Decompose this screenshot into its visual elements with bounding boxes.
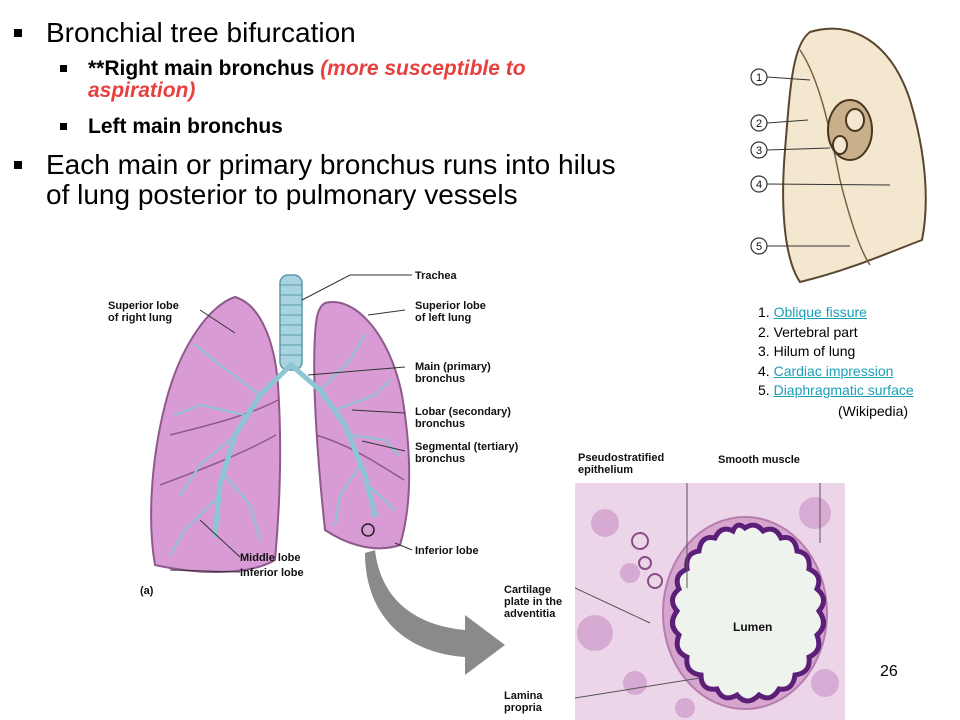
hilus-line-2: of lung posterior to pulmonary vessels bbox=[46, 179, 518, 210]
legend-item-2: 2. Vertebral part bbox=[758, 323, 858, 340]
marker-5: 5 bbox=[756, 241, 762, 253]
label-segmental-bronchus: Segmental (tertiary)bronchus bbox=[415, 441, 519, 465]
page-number: 26 bbox=[880, 663, 898, 680]
legend-item-5[interactable]: 5. Diaphragmatic surface bbox=[758, 382, 914, 398]
diagram-legend: 1. Oblique fissure 2. Vertebral part 3. … bbox=[758, 303, 914, 401]
label-smooth-muscle: Smooth muscle bbox=[718, 454, 800, 466]
right-bronchus-label: **Right main bronchus bbox=[88, 57, 321, 80]
label-lumen: Lumen bbox=[733, 620, 773, 634]
bullet-right-main-bronchus: **Right main bronchus (more susceptible … bbox=[88, 58, 688, 102]
lungs-illustration bbox=[150, 274, 413, 573]
curved-arrow-icon bbox=[365, 550, 505, 675]
label-lobar-bronchus: Lobar (secondary)bronchus bbox=[415, 406, 511, 430]
marker-3: 3 bbox=[756, 145, 762, 157]
bullet-marker bbox=[14, 29, 22, 37]
legend-item-4[interactable]: 4. Cardiac impression bbox=[758, 362, 894, 379]
label-panel-a: (a) bbox=[140, 585, 154, 597]
legend-item-1[interactable]: 1. Oblique fissure bbox=[758, 304, 867, 320]
marker-1: 1 bbox=[756, 72, 762, 84]
bullet-bronchial-tree: Bronchial tree bifurcation bbox=[46, 17, 356, 48]
marker-4: 4 bbox=[756, 179, 762, 191]
bullet-marker bbox=[60, 123, 67, 130]
legend-link-diaphragmatic-surface[interactable]: Diaphragmatic surface bbox=[773, 382, 914, 398]
label-main-bronchus: Main (primary)bronchus bbox=[415, 361, 491, 385]
marker-2: 2 bbox=[756, 118, 762, 130]
lung-surface-diagram: 1 2 3 4 5 bbox=[750, 27, 927, 284]
bullet-marker bbox=[14, 161, 22, 169]
label-middle-lobe: Middle lobe bbox=[240, 552, 301, 564]
label-inferior-lobe-left: Inferior lobe bbox=[415, 545, 479, 557]
legend-link-cardiac-impression[interactable]: Cardiac impression bbox=[773, 362, 894, 379]
bullet-left-main-bronchus: Left main bronchus bbox=[88, 115, 283, 138]
right-bronchus-note: (more susceptible to bbox=[320, 57, 526, 80]
legend-source: (Wikipedia) bbox=[838, 403, 909, 419]
label-inferior-lobe: Inferior lobe bbox=[240, 567, 304, 579]
bronchus-histology-image bbox=[575, 483, 845, 720]
legend-link-oblique-fissure[interactable]: Oblique fissure bbox=[773, 304, 867, 320]
right-bronchus-note-cont: aspiration) bbox=[88, 79, 196, 102]
legend-item-3: 3. Hilum of lung bbox=[758, 343, 856, 359]
bullet-marker bbox=[60, 65, 67, 72]
hilus-line-1: Each main or primary bronchus runs into … bbox=[46, 149, 616, 180]
bullet-main-bronchus-hilus: Each main or primary bronchus runs into … bbox=[46, 150, 726, 210]
label-trachea: Trachea bbox=[415, 270, 457, 282]
